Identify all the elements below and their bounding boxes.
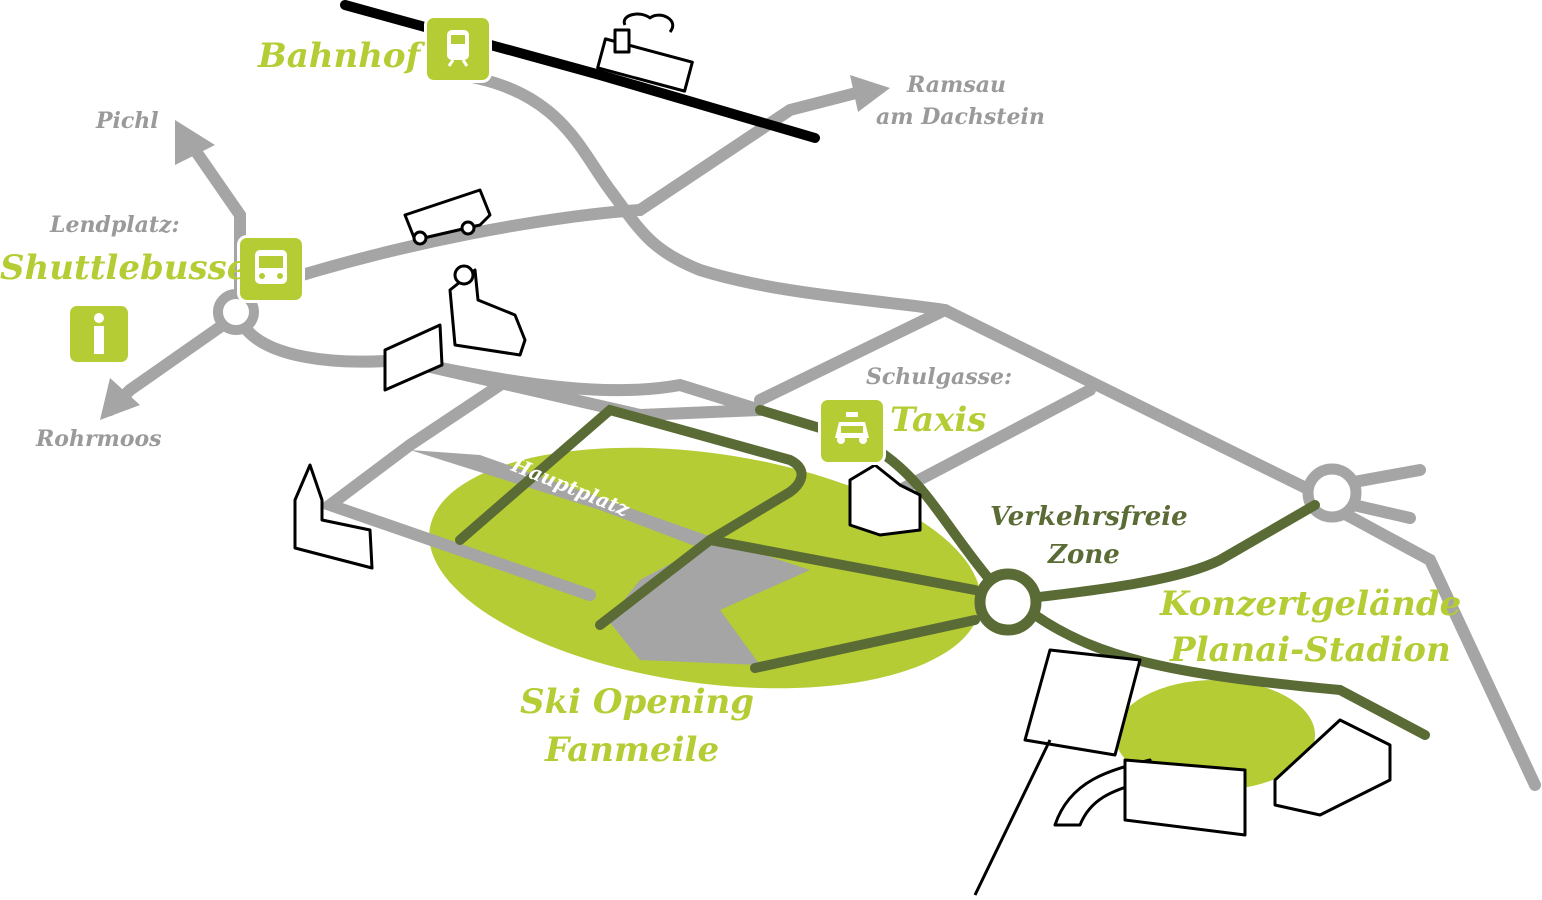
taxi-icon[interactable] <box>819 398 885 464</box>
roads <box>104 69 1541 791</box>
label-ramsau: Ramsau <box>907 72 1006 98</box>
gate-icon <box>383 323 444 392</box>
roundabout-lendplatz <box>213 289 259 335</box>
label-fanmeile: Fanmeile <box>545 730 720 770</box>
label-planai-stadion: Planai-Stadion <box>1170 630 1451 670</box>
label-schulgasse: Schulgasse: <box>866 364 1013 390</box>
stadium-icon <box>973 648 1392 896</box>
train-icon[interactable] <box>425 16 491 82</box>
hauptplatz-area <box>410 450 810 665</box>
label-ski-opening: Ski Opening <box>520 682 755 722</box>
label-shuttlebusse: Shuttlebusse <box>0 248 249 288</box>
bus-icon[interactable] <box>238 236 304 302</box>
label-lendplatz: Lendplatz: <box>50 212 180 238</box>
arrow-rohrmoos <box>100 378 140 420</box>
label-konzertgelaende: Konzertgelände <box>1160 584 1462 624</box>
church-tower-icon <box>448 264 527 357</box>
roundabout-center <box>974 568 1042 636</box>
building-icon <box>848 463 922 537</box>
bus-drawing-icon <box>403 188 492 246</box>
label-am-dachstein: am Dachstein <box>876 104 1045 130</box>
church-icon <box>293 463 374 570</box>
label-pichl: Pichl <box>96 108 159 134</box>
label-rohrmoos: Rohrmoos <box>36 426 162 452</box>
label-zone: Zone <box>1048 540 1120 570</box>
info-icon[interactable] <box>68 304 130 364</box>
arrow-ramsau <box>850 75 890 112</box>
label-taxis: Taxis <box>890 400 987 440</box>
arrow-pichl <box>175 120 215 165</box>
steam-train-icon <box>596 12 694 93</box>
label-bahnhof: Bahnhof <box>258 36 421 76</box>
label-verkehrsfreie: Verkehrsfreie <box>990 502 1188 532</box>
